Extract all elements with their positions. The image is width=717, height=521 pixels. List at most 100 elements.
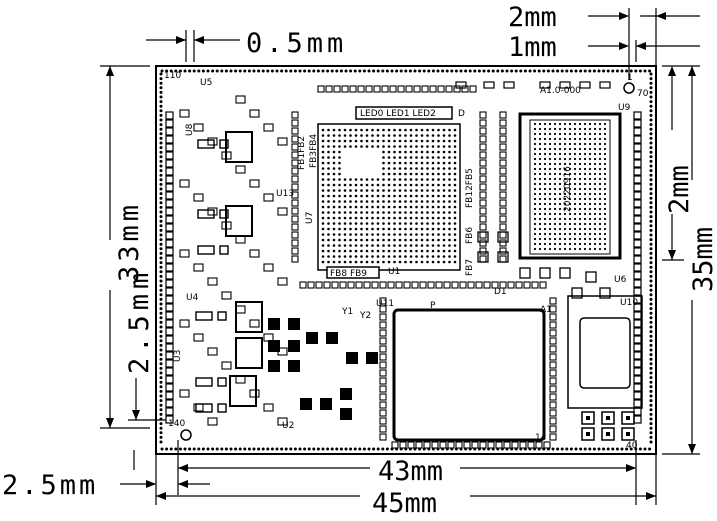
pad: [398, 238, 402, 242]
pad: [284, 69, 288, 73]
component-pad: [291, 215, 299, 223]
pad: [638, 447, 642, 451]
pad: [538, 227, 542, 231]
pad: [431, 128, 435, 132]
pad: [404, 200, 407, 203]
pad: [563, 187, 567, 191]
pad: [382, 150, 385, 154]
pad: [321, 150, 325, 154]
component-pad: [549, 425, 557, 433]
pad: [578, 222, 582, 226]
pad: [382, 222, 385, 225]
pad: [437, 200, 440, 203]
pad: [558, 202, 562, 206]
pad: [404, 189, 407, 192]
pad: [343, 178, 347, 181]
pad: [553, 222, 557, 226]
component-pad: [179, 249, 190, 258]
pad: [159, 127, 163, 131]
pad: [588, 152, 592, 156]
pad: [420, 255, 424, 258]
pad: [568, 147, 572, 151]
pad: [579, 69, 583, 73]
pad: [321, 156, 325, 159]
pad: [349, 222, 352, 225]
pad: [371, 205, 374, 209]
pad: [183, 447, 187, 451]
component-pad: [165, 335, 174, 344]
pad: [563, 212, 567, 216]
component-pad: [427, 281, 435, 289]
component-pad: [495, 441, 503, 449]
pad: [441, 69, 445, 73]
pad: [437, 183, 440, 187]
pad: [558, 122, 562, 126]
pad: [387, 161, 391, 165]
component-pad: [379, 329, 387, 337]
pad: [533, 182, 537, 186]
pad: [354, 222, 358, 225]
pad: [568, 142, 572, 146]
component-pad: [499, 167, 507, 175]
pad: [415, 260, 418, 264]
pad: [448, 156, 451, 159]
pad: [393, 172, 396, 176]
pad: [159, 311, 163, 315]
dim-top-right-2mm: 2mm: [508, 2, 557, 33]
pad: [442, 150, 446, 154]
pad: [648, 447, 652, 451]
pad: [603, 202, 607, 206]
pad: [553, 127, 557, 131]
pad: [543, 137, 547, 141]
pad: [332, 222, 336, 225]
pad: [365, 139, 369, 143]
pad: [160, 447, 164, 451]
pad: [603, 192, 607, 196]
solid-pad: [306, 332, 318, 344]
pad: [344, 69, 348, 73]
pad: [343, 200, 347, 203]
component-pad: [601, 411, 615, 425]
pad: [437, 161, 440, 165]
pad: [332, 233, 336, 236]
pad: [398, 249, 402, 253]
component-pad: [315, 281, 323, 289]
component-pad: [291, 119, 299, 127]
pad: [343, 183, 347, 187]
pad: [382, 205, 385, 209]
pad: [649, 440, 653, 444]
pad: [159, 77, 163, 81]
pad: [553, 232, 557, 236]
pad: [387, 134, 391, 137]
pad: [420, 161, 424, 165]
component-pad: [395, 281, 403, 289]
pad: [563, 157, 567, 161]
component-pad: [207, 277, 218, 286]
pad: [603, 157, 607, 161]
pad: [420, 249, 424, 253]
component-pad: [291, 247, 299, 255]
pad: [220, 447, 224, 451]
pad: [303, 447, 307, 451]
pin-label-140: 140: [168, 419, 185, 429]
pad: [354, 183, 358, 187]
pad: [592, 447, 596, 451]
pad: [583, 157, 587, 161]
pad: [598, 232, 602, 236]
component-pad: [165, 391, 174, 400]
pad: [371, 211, 374, 214]
pad: [431, 244, 435, 247]
pad: [404, 249, 407, 253]
component-pad: [549, 321, 557, 329]
pad: [579, 447, 583, 451]
pad: [597, 447, 601, 451]
pad: [371, 145, 374, 148]
pad: [321, 139, 325, 143]
pad: [573, 227, 577, 231]
pad: [426, 222, 429, 225]
pad: [578, 177, 582, 181]
pad: [453, 244, 457, 247]
pad: [159, 399, 163, 403]
pad: [238, 447, 242, 451]
pad: [553, 172, 557, 176]
